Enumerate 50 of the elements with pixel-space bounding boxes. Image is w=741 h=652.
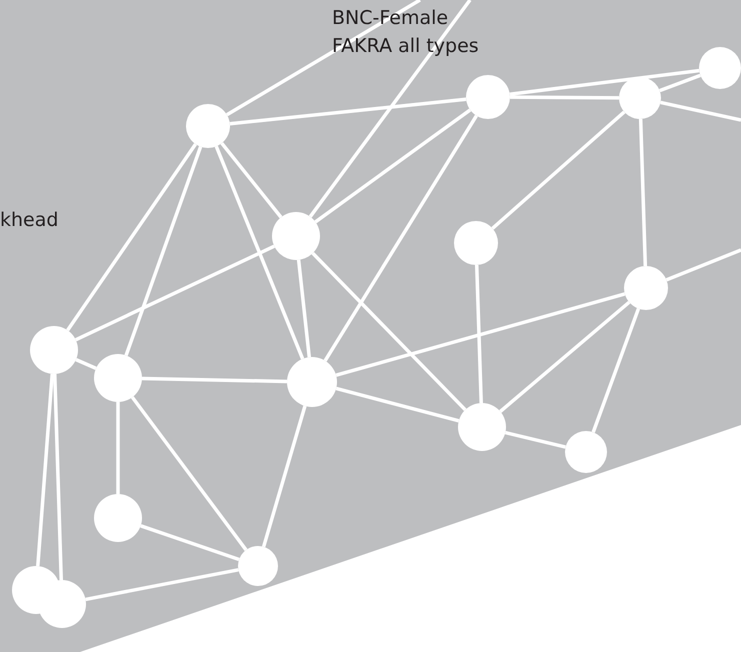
- connector-line: [36, 374, 54, 566]
- connector-line: [499, 300, 630, 413]
- connector-line: [638, 118, 648, 266]
- network-node: [94, 354, 142, 402]
- connector-line: [226, 0, 421, 116]
- connector-line: [130, 396, 248, 551]
- connector-line: [262, 406, 307, 548]
- network-node: [619, 77, 661, 119]
- connector-line: [336, 386, 460, 423]
- label-text: FAKRA all types: [332, 34, 479, 58]
- connector-line: [308, 0, 472, 218]
- connector-line: [510, 68, 700, 96]
- connector-line: [75, 358, 97, 370]
- connector-line: [659, 74, 701, 92]
- connector-line: [504, 430, 566, 449]
- connector-line: [116, 402, 120, 494]
- network-node: [238, 546, 278, 586]
- connector-line: [66, 143, 197, 332]
- network-node: [454, 221, 498, 265]
- network-node: [699, 47, 741, 89]
- connector-line: [474, 264, 483, 404]
- network-node: [466, 75, 510, 119]
- network-node: [186, 104, 230, 148]
- label-text: khead: [0, 208, 58, 232]
- network-node: [624, 266, 668, 310]
- label-text: BNC-Female: [332, 6, 448, 30]
- network-node: [94, 494, 142, 542]
- connector-line: [53, 374, 63, 580]
- connector-line: [314, 108, 472, 224]
- connector-line: [660, 100, 741, 122]
- connector-line: [85, 568, 239, 602]
- connector-line: [510, 95, 620, 100]
- network-node: [458, 403, 506, 451]
- connector-line: [296, 260, 312, 358]
- connector-line: [142, 376, 288, 384]
- network-node: [565, 431, 607, 473]
- connector-line: [336, 292, 626, 377]
- connector-line: [214, 146, 304, 360]
- connector-line: [312, 252, 466, 412]
- connector-line: [324, 114, 478, 362]
- connector-line: [124, 146, 202, 356]
- connector-line: [230, 98, 466, 126]
- connector-line: [491, 110, 626, 230]
- network-node: [272, 212, 320, 260]
- connector-line: [140, 524, 240, 562]
- network-node: [30, 326, 78, 374]
- connector-line: [666, 248, 741, 282]
- connector-line: [74, 244, 276, 342]
- connector-line: [592, 308, 640, 433]
- connector-line: [220, 142, 282, 218]
